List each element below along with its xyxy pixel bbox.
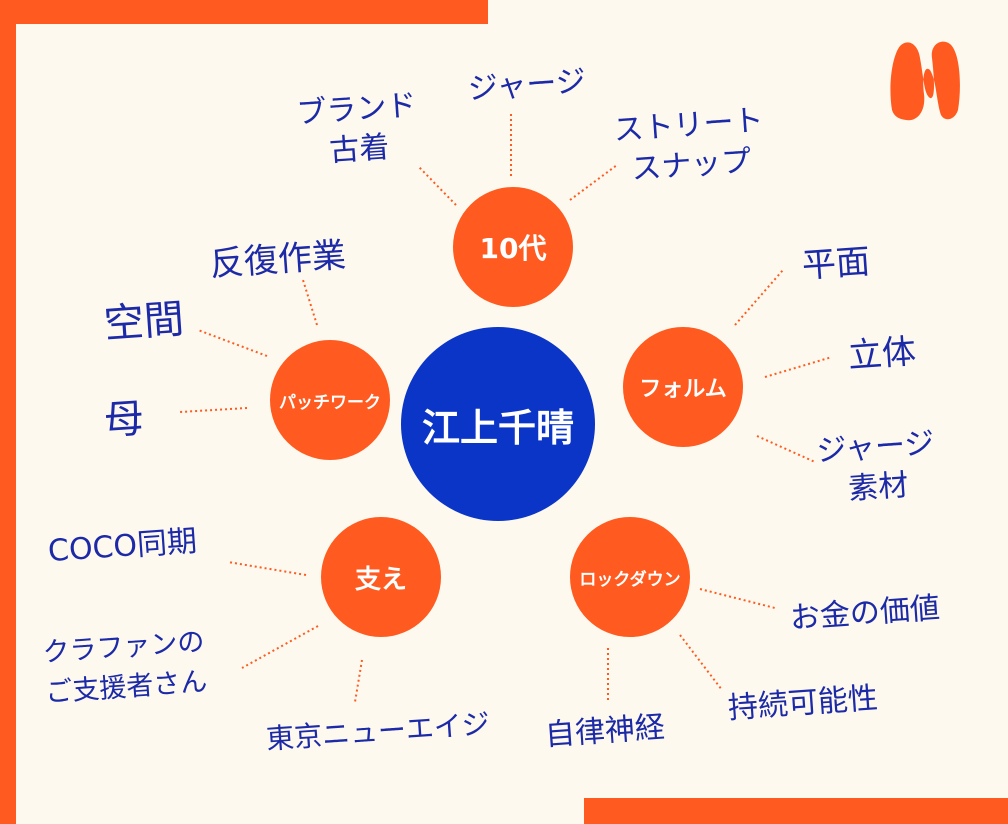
connector-line xyxy=(227,561,307,576)
frame-top-bar xyxy=(0,0,488,24)
leaf-label-brand-vintage: ブランド 古着 xyxy=(295,87,418,170)
branch-node-form: フォルム xyxy=(623,327,743,447)
frame-left-bar xyxy=(0,0,16,824)
branch-label-lockdown: ロックダウン xyxy=(579,569,681,590)
branch-node-teens: 10代 xyxy=(453,187,573,307)
leaf-label-jersey-material: ジャージ 素材 xyxy=(815,425,936,508)
branch-label-form: フォルム xyxy=(639,377,727,402)
leaf-label-mother: 母 xyxy=(102,395,146,445)
connector-line xyxy=(302,279,318,326)
n-brand-logo-icon xyxy=(890,41,960,121)
leaf-label-flat: 平面 xyxy=(800,241,872,287)
leaf-label-3d: 立体 xyxy=(846,331,918,377)
leaf-label-crowdfunding-supporters: クラファンの ご支援者さん xyxy=(41,626,209,709)
connector-line xyxy=(354,659,363,703)
center-node: 江上千晴 xyxy=(401,327,595,521)
connector-line xyxy=(241,625,319,669)
frame-bottom-bar xyxy=(584,798,1008,824)
connector-line xyxy=(197,329,268,357)
leaf-label-autonomic-nerves: 自律神経 xyxy=(543,709,667,754)
leaf-label-space: 空間 xyxy=(102,296,186,348)
branch-node-patchwork: パッチワーク xyxy=(270,340,390,460)
branch-label-patchwork: パッチワーク xyxy=(279,392,381,413)
leaf-label-jersey: ジャージ xyxy=(466,63,587,108)
connector-line xyxy=(756,435,816,463)
branch-node-support: 支え xyxy=(321,517,441,637)
leaf-label-street-snap: ストリート スナップ xyxy=(612,102,765,188)
connector-line xyxy=(417,165,457,206)
center-node-label: 江上千晴 xyxy=(421,405,574,450)
connector-line xyxy=(734,269,784,326)
connector-line xyxy=(569,164,618,201)
branch-label-support: 支え xyxy=(354,564,407,595)
branch-node-lockdown: ロックダウン xyxy=(570,517,690,637)
connector-line xyxy=(699,588,776,609)
connector-line xyxy=(764,356,833,378)
branch-label-teens: 10代 xyxy=(479,232,547,265)
connector-line xyxy=(179,407,248,413)
connector-line xyxy=(679,634,723,691)
